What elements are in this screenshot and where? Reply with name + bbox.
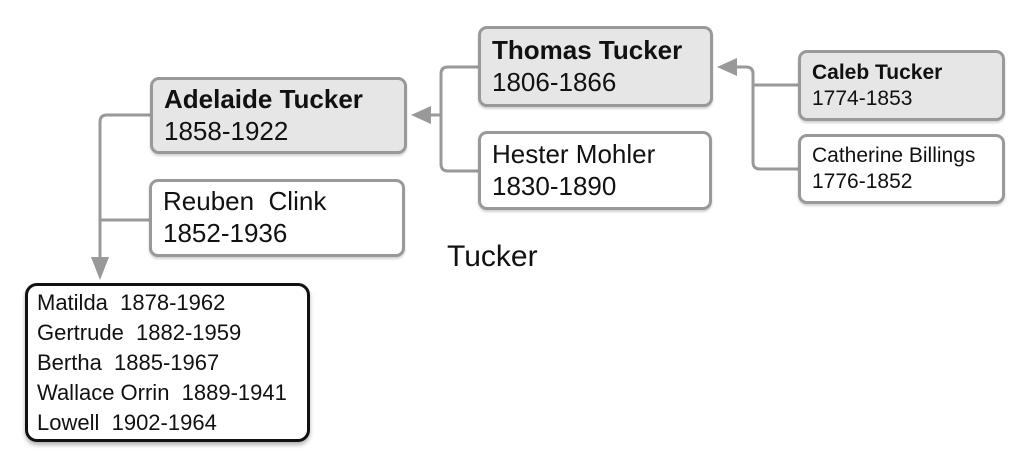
arrow-to-adelaide-icon xyxy=(411,106,431,124)
child-list-item: Bertha 1885-1967 xyxy=(37,349,220,375)
person-box-catherine[interactable]: Catherine Billings 1776-1852 xyxy=(798,134,1005,204)
person-dates: 1774-1853 xyxy=(812,86,913,110)
person-dates: 1852-1936 xyxy=(163,218,288,248)
arrow-to-thomas-icon xyxy=(717,58,737,76)
person-box-thomas[interactable]: Thomas Tucker 1806-1866 xyxy=(478,26,713,107)
child-list-item: Gertrude 1882-1959 xyxy=(37,319,242,345)
child-list-item: Matilda 1878-1962 xyxy=(37,289,226,315)
person-box-hester[interactable]: Hester Mohler 1830-1890 xyxy=(478,131,712,210)
person-dates: 1830-1890 xyxy=(492,170,617,201)
person-name: Hester Mohler xyxy=(492,138,656,169)
person-name: Adelaide Tucker xyxy=(164,83,363,114)
person-name: Reuben Clink xyxy=(163,186,327,217)
connector-parents-of-thomas xyxy=(736,65,798,171)
children-box[interactable]: Matilda 1878-1962 Gertrude 1882-1959 Ber… xyxy=(25,283,310,442)
person-box-caleb[interactable]: Caleb Tucker 1774-1853 xyxy=(798,50,1005,121)
connector-to-children xyxy=(98,113,150,258)
connector-parents-of-adelaide xyxy=(430,65,478,173)
person-name: Catherine Billings xyxy=(812,144,976,168)
person-dates: 1858-1922 xyxy=(164,115,289,146)
person-name: Thomas Tucker xyxy=(492,34,683,65)
child-list-item: Lowell 1902-1964 xyxy=(37,409,217,435)
arrow-to-children-icon xyxy=(91,257,109,280)
person-box-reuben[interactable]: Reuben Clink 1852-1936 xyxy=(149,179,405,257)
person-box-adelaide[interactable]: Adelaide Tucker 1858-1922 xyxy=(150,77,407,154)
child-list-item: Wallace Orrin 1889-1941 xyxy=(37,379,287,405)
person-dates: 1776-1852 xyxy=(812,170,913,193)
surname-label: Tucker xyxy=(447,240,538,273)
person-dates: 1806-1866 xyxy=(492,66,617,97)
person-name: Caleb Tucker xyxy=(812,60,943,84)
